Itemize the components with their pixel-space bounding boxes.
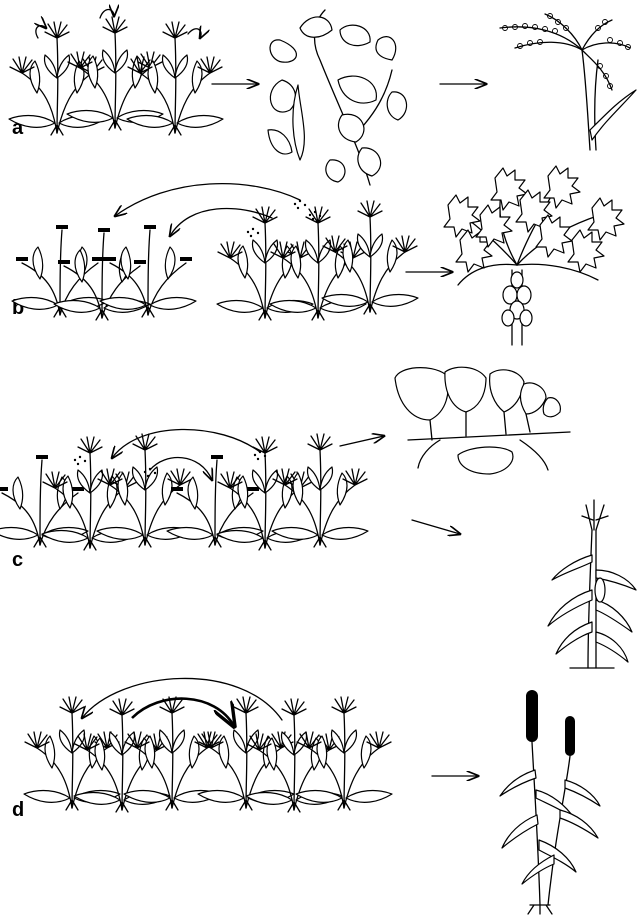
panel-a-flowers	[9, 10, 223, 136]
cross-arrow-b2	[170, 208, 272, 236]
cross-arrow-c1	[112, 429, 260, 458]
panel-c-plants-left	[0, 434, 193, 550]
bean-plant	[268, 10, 407, 185]
maize-plant	[548, 500, 636, 668]
cross-arrow-d2	[132, 699, 234, 726]
panel-d-plants-left	[24, 697, 220, 812]
papaya-tree	[444, 166, 624, 345]
arrow-c2	[412, 520, 460, 534]
cucumber-vine	[395, 367, 570, 474]
rice-plant	[500, 14, 636, 151]
arrow-c1	[340, 436, 384, 446]
panel-c-plants-right	[167, 434, 368, 550]
panel-b-pollen-plants	[217, 200, 418, 320]
cross-arrow-c2	[150, 458, 212, 480]
pearl-millet-plant	[500, 690, 600, 914]
cross-arrow-b1	[115, 184, 300, 216]
panel-b-male-plants	[12, 225, 196, 320]
panel-d-plants-right	[198, 697, 392, 812]
